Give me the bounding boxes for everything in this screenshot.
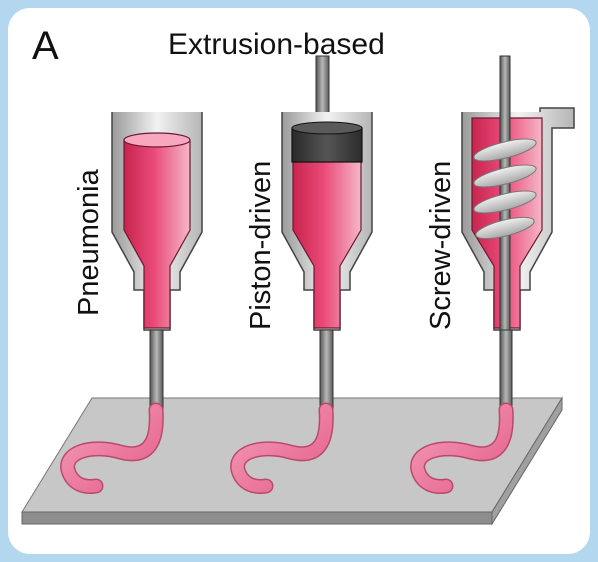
- screw-printhead: [461, 55, 575, 411]
- figure-title: Extrusion-based: [168, 28, 385, 61]
- piston-printhead: [281, 55, 373, 411]
- label-pneumonia: Pneumonia: [73, 169, 105, 316]
- label-piston-driven: Piston-driven: [245, 160, 277, 330]
- label-screw-driven: Screw-driven: [425, 160, 457, 330]
- panel-letter: A: [32, 24, 59, 68]
- screw-blades: [473, 138, 537, 240]
- pneumatic-printhead: [111, 112, 203, 411]
